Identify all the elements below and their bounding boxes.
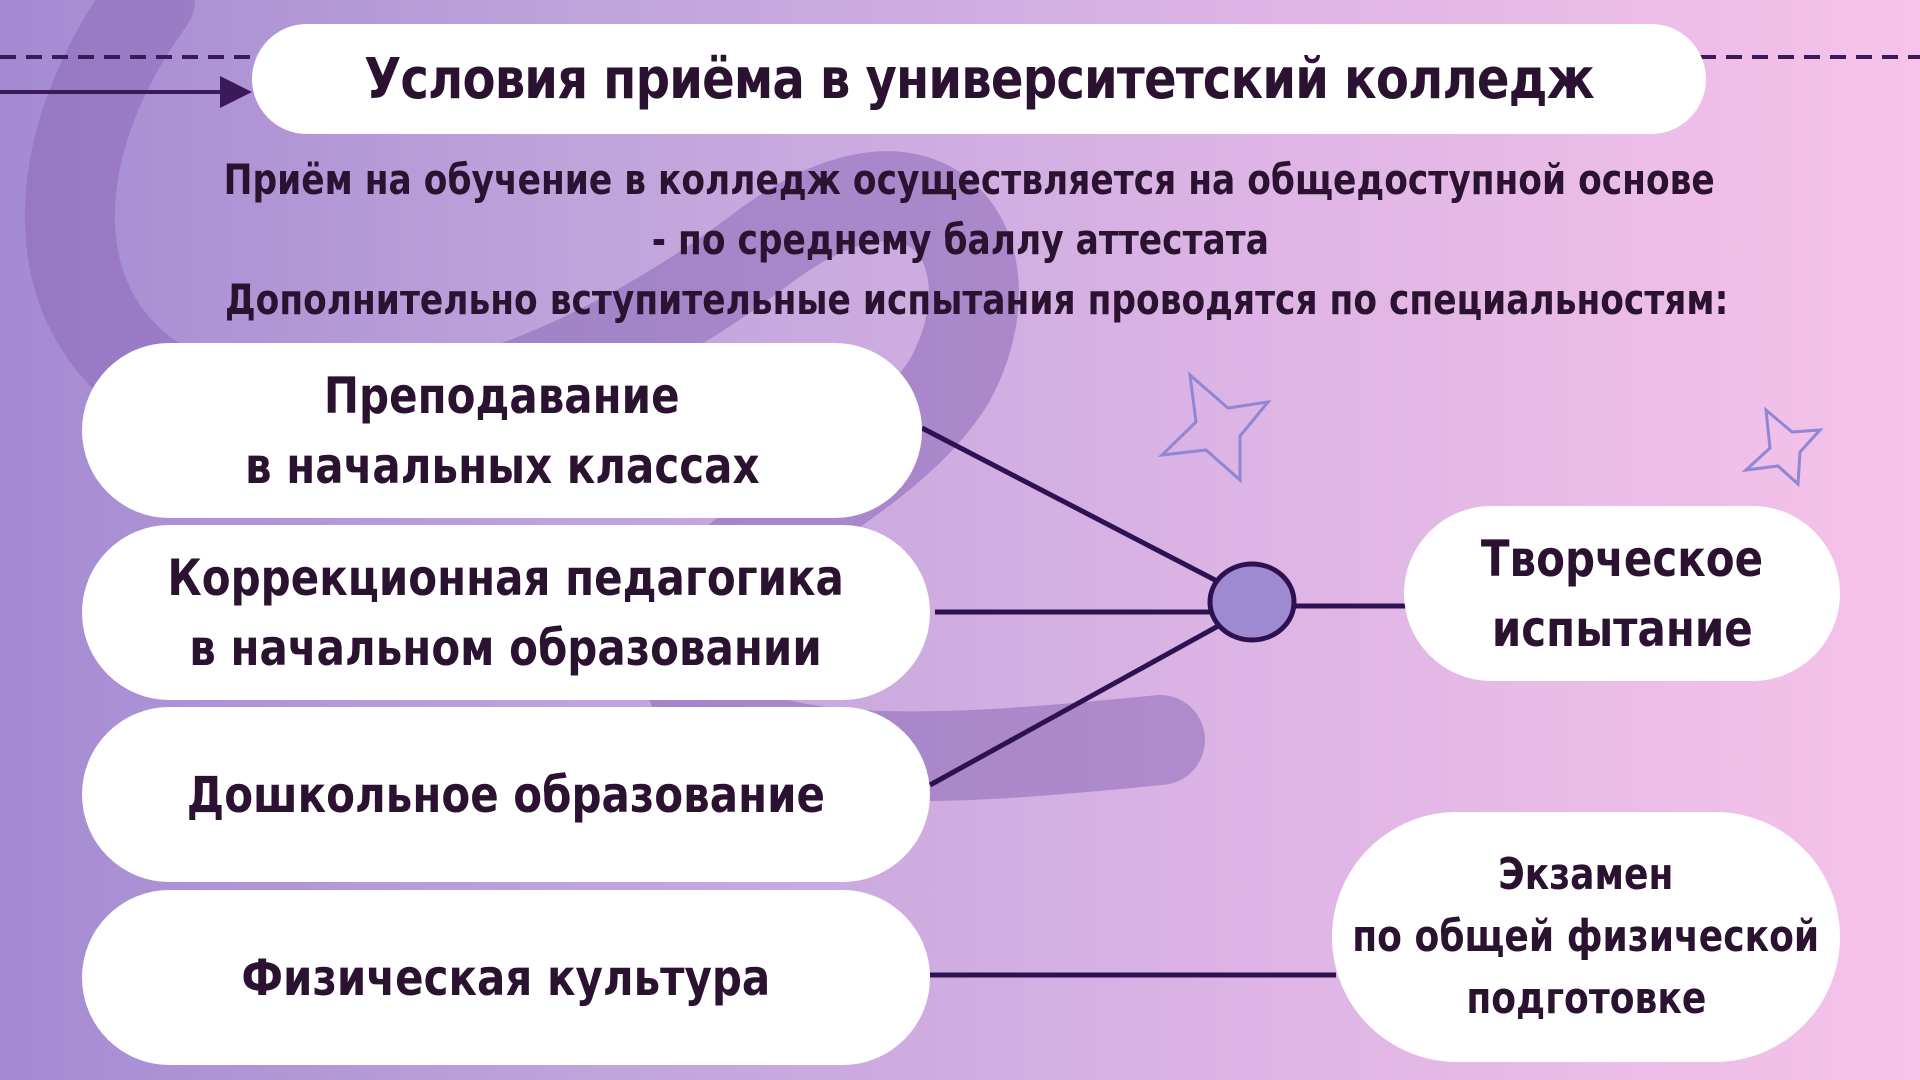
- hub-node: [1207, 561, 1297, 643]
- intro-text: - по среднему баллу аттестата: [651, 215, 1269, 264]
- star-icon: [1741, 406, 1824, 488]
- specialty-correctional-pedagogy: Коррекционная педагогика в начальном обр…: [82, 525, 930, 700]
- specialty-label: в начальных классах: [244, 436, 760, 495]
- test-label: Экзамен: [1498, 849, 1674, 900]
- arrow-head-icon: [220, 76, 252, 108]
- connector-line: [920, 425, 1217, 583]
- specialty-label: Коррекционная педагогика: [167, 548, 845, 607]
- test-physical-exam: Экзамен по общей физической подготовке: [1332, 812, 1840, 1062]
- test-label: подготовке: [1465, 973, 1706, 1024]
- intro-line-3: Дополнительно вступительные испытания пр…: [60, 270, 1860, 330]
- intro-line-1: Приём на обучение в колледж осуществляет…: [60, 150, 1860, 210]
- specialty-label: в начальном образовании: [189, 618, 823, 677]
- test-label: испытание: [1491, 599, 1753, 658]
- test-creative: Творческое испытание: [1404, 506, 1840, 681]
- star-icon: [1157, 371, 1272, 484]
- title-banner: Условия приёма в университетский колледж: [252, 24, 1706, 134]
- specialty-physical-culture: Физическая культура: [82, 890, 930, 1065]
- specialty-label: Дошкольное образование: [186, 765, 826, 824]
- specialty-label: Преподавание: [324, 366, 680, 425]
- intro-text: Приём на обучение в колледж осуществляет…: [223, 155, 1715, 204]
- specialty-primary-teaching: Преподавание в начальных классах: [82, 343, 922, 518]
- connector-line: [928, 622, 1222, 788]
- page-title: Условия приёма в университетский колледж: [364, 46, 1595, 112]
- test-label: Творческое: [1480, 529, 1764, 588]
- intro-text: Дополнительно вступительные испытания пр…: [225, 275, 1729, 324]
- test-label: по общей физической: [1352, 911, 1820, 962]
- specialty-preschool-education: Дошкольное образование: [82, 707, 930, 882]
- specialty-label: Физическая культура: [241, 948, 771, 1007]
- intro-line-2: - по среднему баллу аттестата: [60, 210, 1860, 270]
